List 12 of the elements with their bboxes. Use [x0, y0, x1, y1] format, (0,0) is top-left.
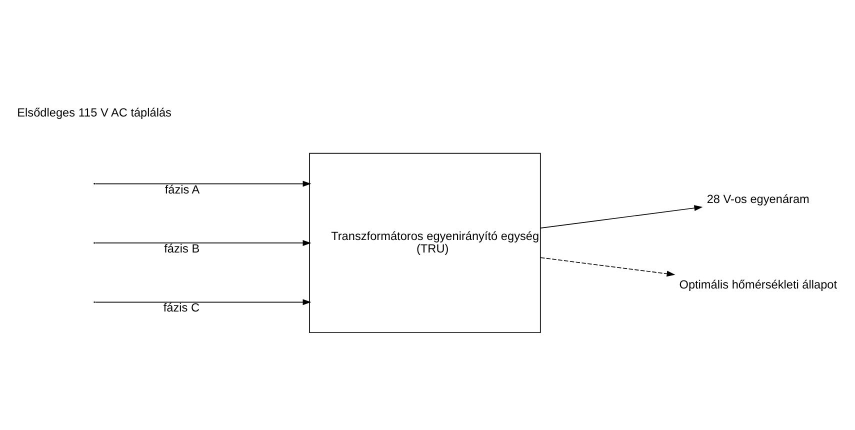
edge-label: fázis C — [163, 300, 200, 314]
arrow — [94, 180, 312, 186]
arrow — [94, 298, 312, 305]
node-text: Optimális hőmérsékleti állapot — [679, 276, 838, 291]
label: Elsődleges 115 V AC táplálás — [17, 105, 172, 120]
arrow — [94, 240, 312, 246]
arrow — [540, 204, 703, 228]
arrow — [540, 256, 676, 276]
node-box: Transzformátoros egyenirányító egység (TRU) — [309, 152, 541, 333]
edge-label: fázis A — [164, 182, 200, 196]
edge-label: fázis B — [164, 240, 200, 255]
node-text: 28 V-os egyenáram — [706, 191, 810, 206]
